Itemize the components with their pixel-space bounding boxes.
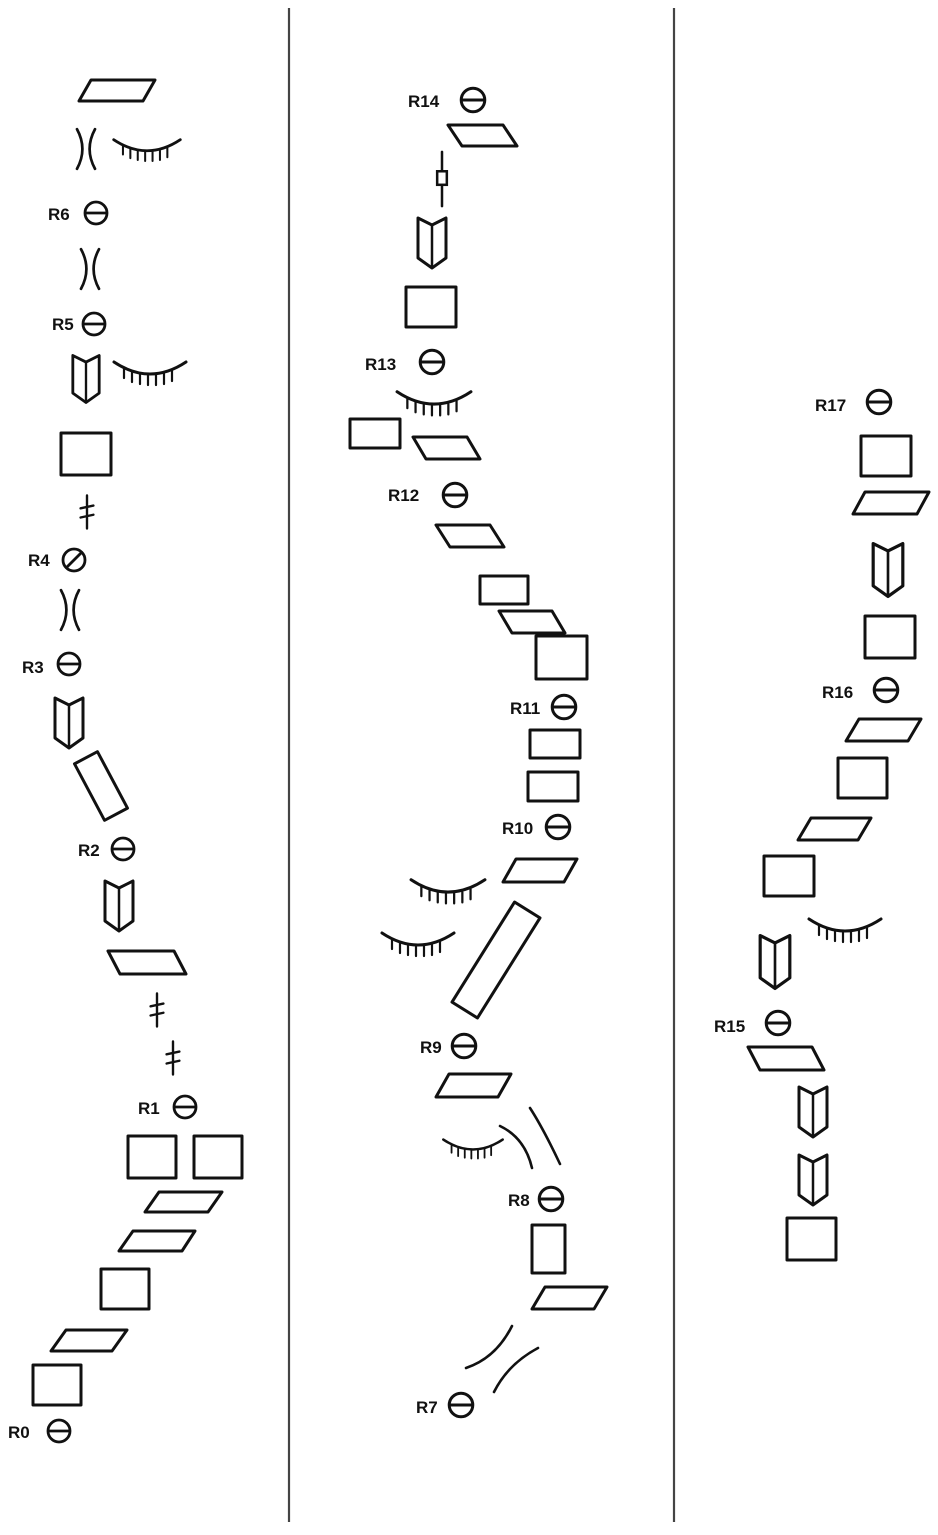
reflector-icon-r8 <box>537 1185 565 1213</box>
prism-icon <box>797 1153 829 1207</box>
parallelogram-element <box>497 609 567 635</box>
curved-lens-element <box>498 1106 562 1170</box>
reflector-icon-r3 <box>56 651 82 677</box>
reflector-label-r7: R7 <box>416 1398 438 1417</box>
reflector-label-r1: R1 <box>138 1099 160 1118</box>
square-element <box>192 1134 244 1180</box>
reflector-label-r2: R2 <box>78 841 100 860</box>
parallelogram-element <box>446 123 519 148</box>
curved-lens-element <box>464 1324 540 1394</box>
parallelogram-element <box>434 1072 513 1099</box>
rectangle-element <box>348 417 402 450</box>
square-element <box>59 431 113 477</box>
rectangle-element <box>528 728 582 760</box>
square-element <box>859 434 913 478</box>
mirror-icon <box>380 931 456 958</box>
prism-icon <box>53 696 85 750</box>
parallelogram-element <box>411 435 482 461</box>
reflector-label-r11: R11 <box>510 699 540 718</box>
mirror-icon <box>112 138 182 163</box>
reflector-icon-r15 <box>764 1009 792 1037</box>
parallelogram-element <box>851 490 931 516</box>
reflector-icon-r11 <box>550 693 578 721</box>
parallelogram-element <box>844 717 923 743</box>
parallelogram-element <box>796 816 873 842</box>
reflector-icon-r0 <box>46 1418 72 1444</box>
reflector-label-r4: R4 <box>28 551 50 570</box>
square-element <box>404 285 458 329</box>
mirror-icon <box>441 1138 505 1161</box>
middle-beamline: R14 R13 R12 R11 R10 R9 R8 <box>348 86 609 1419</box>
reflector-icon-r12 <box>441 481 469 509</box>
parallelogram-element <box>143 1190 224 1214</box>
slit-icon <box>79 494 95 530</box>
reflector-icon-r5 <box>81 311 107 337</box>
prism-icon <box>797 1085 829 1139</box>
square-element <box>31 1363 83 1407</box>
reflector-icon-r14 <box>459 86 487 114</box>
prism-icon <box>871 541 905 599</box>
parallelogram-element <box>501 857 579 884</box>
parallelogram-element <box>49 1328 129 1353</box>
mirror-icon <box>409 878 487 906</box>
reflector-icon-r16 <box>872 676 900 704</box>
tilted-plate-element <box>72 750 130 822</box>
reflector-label-r5: R5 <box>52 315 74 334</box>
reflector-label-r17: R17 <box>815 396 846 415</box>
square-element <box>785 1216 838 1262</box>
square-element <box>126 1134 178 1180</box>
reflector-icon-r17 <box>865 388 893 416</box>
mirror-icon <box>395 390 473 417</box>
reflector-label-r13: R13 <box>365 355 396 374</box>
parallelogram-element <box>117 1229 197 1253</box>
reflector-icon-r7 <box>447 1391 475 1419</box>
square-element <box>863 614 917 660</box>
slit-icon <box>149 992 165 1028</box>
reflector-label-r12: R12 <box>388 486 419 505</box>
left-beamline: R6 R5 R4 R3 R2 R1 R0 <box>8 78 244 1444</box>
square-element <box>534 634 589 681</box>
reflector-icon-r10 <box>544 813 572 841</box>
rectangle-element <box>530 1223 567 1275</box>
reflector-label-r8: R8 <box>508 1191 530 1210</box>
prism-icon <box>758 933 792 991</box>
reflector-label-r0: R0 <box>8 1423 30 1442</box>
prism-icon <box>416 216 448 270</box>
lens-icon <box>59 588 81 632</box>
mirror-icon <box>112 360 188 387</box>
parallelogram-element <box>530 1285 609 1311</box>
reflector-label-r6: R6 <box>48 205 70 224</box>
tilted-plate-element <box>450 900 542 1020</box>
parallelogram-element <box>106 949 188 976</box>
reflector-label-r15: R15 <box>714 1017 745 1036</box>
prism-icon <box>103 879 135 933</box>
slit-icon <box>165 1040 181 1076</box>
prism-icon <box>71 353 101 405</box>
square-element <box>99 1267 151 1311</box>
rectangle-element <box>526 770 580 803</box>
rectangle-element <box>478 574 530 606</box>
parallelogram-element <box>434 523 506 549</box>
reflector-icon-r4 <box>61 547 87 573</box>
right-beamline: R17 R16 R15 <box>714 388 931 1262</box>
reflector-label-r16: R16 <box>822 683 853 702</box>
reflector-label-r3: R3 <box>22 658 44 677</box>
lens-icon <box>79 247 101 291</box>
reflector-icon-r2 <box>110 836 136 862</box>
reflector-label-r9: R9 <box>420 1038 442 1057</box>
mirror-icon <box>807 917 883 944</box>
reflector-icon-r9 <box>450 1032 478 1060</box>
reflector-icon-r6 <box>83 200 109 226</box>
parallelogram-element <box>77 78 157 103</box>
reflector-label-r10: R10 <box>502 819 533 838</box>
lens-icon <box>75 127 97 171</box>
square-element <box>762 854 816 898</box>
valve-icon <box>435 150 449 208</box>
reflector-icon-r1 <box>172 1094 198 1120</box>
reflector-label-r14: R14 <box>408 92 440 111</box>
parallelogram-element <box>746 1045 826 1072</box>
reflector-icon-r13 <box>418 348 446 376</box>
square-element <box>836 756 889 800</box>
